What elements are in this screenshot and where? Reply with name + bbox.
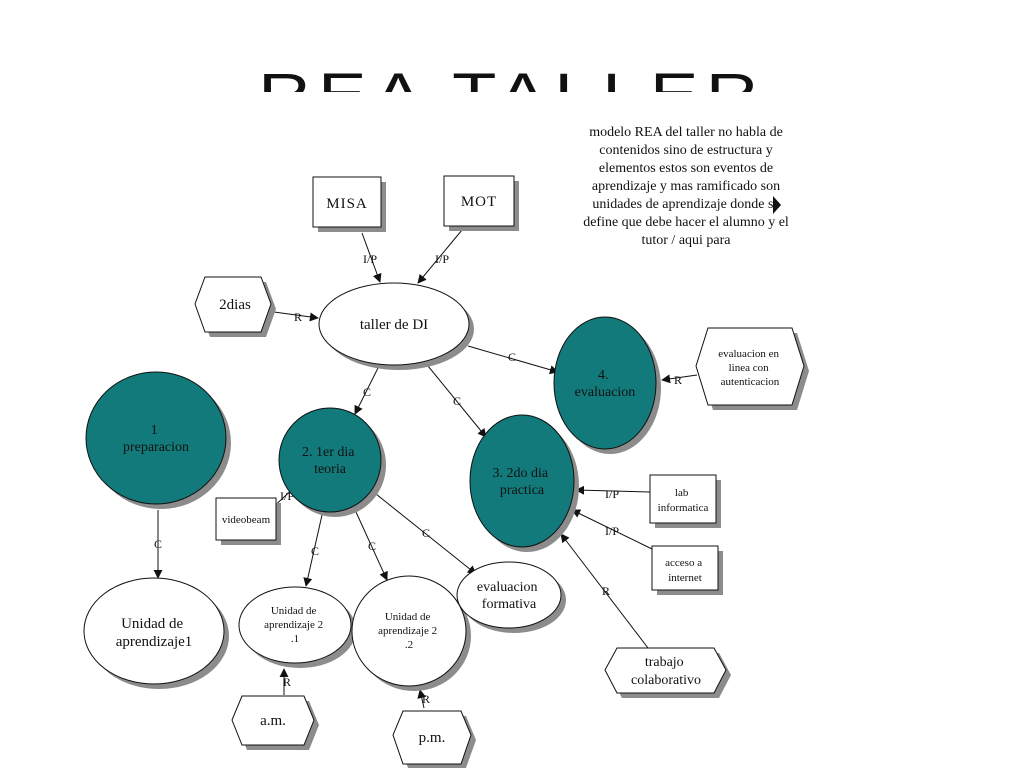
edge-label-c: C (422, 526, 430, 540)
edge-teoria-evalformativa (375, 493, 477, 575)
edge-label-c: C (368, 539, 376, 553)
edge-taller-practica (427, 365, 487, 438)
node-unidad-aprendizaje1: Unidad de aprendizaje1 (83, 577, 229, 689)
node-evaluacion: 4. evaluacion (553, 316, 661, 454)
node-teoria: 2. 1er dia teoria (278, 407, 386, 517)
svg-text:evaluacion formativa: evaluacion formativa (477, 580, 541, 612)
svg-text:trabajo colaborativo: trabajo colaborativo (631, 655, 701, 688)
node-videobeam: videobeam (215, 497, 281, 545)
node-teoria-line: teoria (314, 462, 347, 477)
node-lab-line: informatica (658, 502, 709, 514)
edge-2dias-taller (273, 311, 319, 322)
node-teoria-line: 2. 1er dia (302, 445, 355, 460)
node-practica-line: 3. 2do dia (492, 466, 548, 481)
node-lab-informatica: lab informatica (649, 474, 721, 528)
node-unidad22-line: aprendizaje 2 (378, 625, 437, 637)
node-mot-label: MOT (461, 194, 497, 210)
node-lab-line: lab (675, 487, 689, 499)
edge-label-c: C (311, 544, 319, 558)
edge-trabajo-practica (560, 533, 649, 649)
edge-label-r: R (674, 373, 682, 387)
edge-label-c: C (154, 537, 162, 551)
node-2dias: 2dias (194, 276, 276, 337)
edge-lab-practica (575, 485, 651, 495)
edge-teoria-unidad21 (303, 514, 323, 587)
node-misa: MISA (312, 176, 386, 232)
edge-taller-teoria (354, 363, 381, 415)
note-text: modelo REA del taller no habla de conten… (583, 125, 789, 248)
svg-text:4. evaluacion: 4. evaluacion (575, 368, 636, 400)
node-pm: p.m. (392, 710, 476, 768)
edge-label-r: R (602, 584, 610, 598)
edge-label-r: R (283, 675, 291, 689)
svg-text:Unidad de aprendizaje 2: Unidad de aprendizaje 2 .2 (378, 611, 440, 651)
node-evaluacion-formativa: evaluacion formativa (456, 561, 566, 633)
edge-label-ip: I/P (605, 487, 619, 501)
svg-text:Unidad de aprendizaje1: Unidad de aprendizaje1 (116, 616, 193, 650)
node-preparacion-number: 1 (151, 423, 158, 438)
node-practica: 3. 2do dia practica (469, 414, 579, 552)
edge-taller-evaluacion (467, 345, 559, 375)
edge-teoria-unidad22 (355, 511, 388, 581)
node-unidad1-line: Unidad de (121, 616, 183, 632)
edge-label-c: C (508, 350, 516, 364)
node-unidad21-line: Unidad de (271, 605, 317, 617)
node-acceso-internet: acceso a internet (651, 545, 723, 595)
node-evalformativa-line: formativa (482, 597, 537, 612)
node-2dias-label: 2dias (219, 297, 251, 313)
node-am-label: a.m. (260, 713, 286, 729)
node-unidad-aprendizaje-2-1: Unidad de aprendizaje 2 .1 (238, 586, 356, 668)
node-unidad22-line: .2 (405, 639, 413, 651)
node-trabajo-colaborativo: trabajo colaborativo (604, 647, 731, 698)
edge-evallinea-evaluacion (661, 374, 698, 384)
node-taller-label: taller de DI (360, 317, 428, 333)
edge-label-ip: I/P (605, 524, 619, 538)
node-evaluacion-number: 4. (598, 368, 609, 383)
node-am: a.m. (231, 695, 319, 750)
note-pointer-icon (773, 196, 781, 214)
edge-label-ip: I/P (435, 252, 449, 266)
node-evaluacion-linea-line: linea con (729, 362, 770, 374)
node-unidad-aprendizaje-2-2: Unidad de aprendizaje 2 .2 (351, 575, 471, 691)
diagram-title: REA TALLER (0, 60, 1024, 93)
node-evalformativa-line: evaluacion (477, 580, 538, 595)
svg-text:acceso a internet: acceso a internet (665, 557, 705, 584)
node-internet-line: acceso a (665, 557, 702, 569)
svg-text:2. 1er dia teoria: 2. 1er dia teoria (302, 445, 358, 477)
node-unidad22-line: Unidad de (385, 611, 431, 623)
edge-misa-taller (361, 232, 382, 283)
node-trabajo-line: trabajo (645, 655, 684, 670)
node-evaluacion-label: evaluacion (575, 385, 636, 400)
svg-text:lab informatica: lab informatica (658, 487, 709, 514)
node-practica-line: practica (500, 483, 545, 498)
edge-label-r: R (294, 310, 302, 324)
edge-mot-taller (417, 229, 463, 284)
node-preparacion-label: preparacion (123, 440, 189, 455)
node-pm-label: p.m. (419, 730, 446, 746)
node-mot: MOT (443, 175, 519, 231)
edge-label-c: C (363, 385, 371, 399)
edge-pm-unidad22 (417, 689, 427, 709)
node-preparacion: 1 preparacion (85, 371, 231, 509)
edge-internet-practica (571, 509, 653, 550)
node-unidad1-line: aprendizaje1 (116, 634, 193, 650)
node-unidad21-line: .1 (291, 633, 299, 645)
edge-label-c: C (453, 394, 461, 408)
node-internet-line: internet (668, 572, 702, 584)
edge-label-r: R (422, 692, 430, 706)
svg-text:evaluacion en linea con: evaluacion en linea con autenticacion (718, 348, 782, 388)
node-evaluacion-linea-line: evaluacion en (718, 348, 779, 360)
edge-label-ip: I/P (363, 252, 377, 266)
node-unidad21-line: aprendizaje 2 (264, 619, 323, 631)
node-evaluacion-linea-line: autenticacion (721, 376, 780, 388)
node-taller-de-di: taller de DI (318, 282, 474, 370)
svg-text:1 preparacion: 1 preparacion (123, 423, 189, 455)
node-trabajo-line: colaborativo (631, 673, 701, 688)
node-videobeam-label: videobeam (222, 514, 271, 526)
node-evaluacion-linea: evaluacion en linea con autenticacion (695, 327, 809, 410)
svg-text:Unidad de aprendizaje 2: Unidad de aprendizaje 2 .1 (264, 605, 326, 645)
node-misa-label: MISA (326, 196, 368, 212)
svg-text:3. 2do dia practica: 3. 2do dia practica (492, 466, 551, 498)
